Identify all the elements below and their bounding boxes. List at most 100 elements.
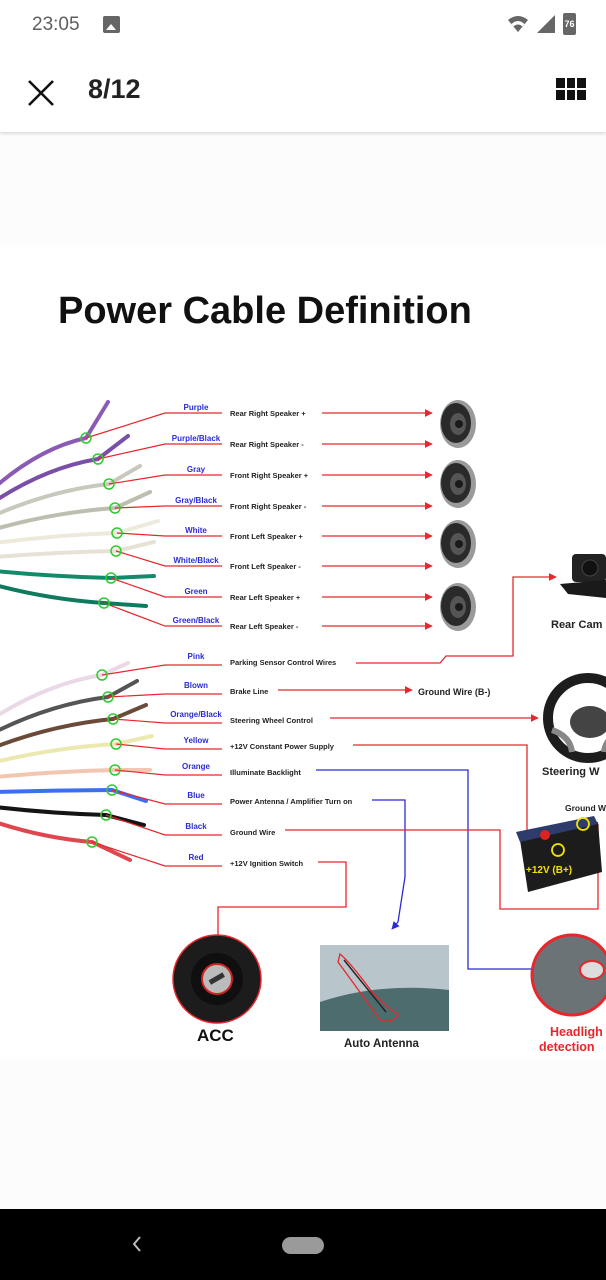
leader-line (111, 789, 222, 805)
control-wire (0, 805, 146, 827)
leader-line (85, 412, 222, 439)
parking-sensor-route (356, 573, 557, 664)
antenna-mast (343, 959, 387, 1013)
connection-marker (109, 764, 121, 776)
leader-line (103, 602, 222, 627)
leader-line (116, 532, 222, 537)
speaker-dust-cap (455, 540, 463, 548)
back-chevron-icon[interactable] (125, 1231, 149, 1257)
rear-camera-label: Rear Cam (551, 619, 603, 631)
connection-marker (105, 572, 117, 584)
wire-function-label: Front Right Speaker - (230, 502, 307, 511)
image-counter: 8/12 (88, 74, 141, 104)
wire-function-label: +12V Ignition Switch (230, 859, 304, 868)
speaker-icon (440, 583, 476, 631)
connection-marker (103, 478, 115, 490)
ground-route (285, 824, 599, 910)
leader-line (114, 505, 222, 509)
speaker-dust-cap (455, 480, 463, 488)
connection-marker (111, 527, 123, 539)
wires-layer (0, 400, 160, 862)
wire-color-label: Gray/Black (175, 496, 217, 505)
auto-antenna-photo (320, 945, 449, 1031)
connection-marker (102, 691, 114, 703)
grid-view-icon-cell (556, 78, 565, 88)
wire-function-label: Rear Left Speaker + (230, 593, 301, 602)
headlight-label-line2: detection (539, 1040, 595, 1054)
close-button[interactable] (20, 72, 62, 114)
leader-line (105, 814, 222, 836)
wire-color-label: Blown (184, 681, 208, 690)
leader-line (112, 718, 222, 724)
speaker-dust-cap (455, 420, 463, 428)
ignition-switch-icon (172, 934, 262, 1024)
leader-line (101, 664, 222, 676)
status-time: 23:05 (32, 14, 80, 35)
wheel-hub (570, 706, 606, 738)
speaker-wire (0, 569, 156, 581)
status-bar: 23:05 76 (0, 0, 606, 50)
connection-marker (96, 669, 108, 681)
wire-function-label: Ground Wire (230, 828, 275, 837)
grid-view-button[interactable] (556, 78, 586, 100)
connection-marker (106, 784, 118, 796)
wire-color-label: Yellow (184, 736, 210, 745)
grid-view-icon-cell (577, 78, 586, 88)
speaker-wire (0, 464, 142, 516)
battery-level: 76 (564, 19, 575, 29)
steering-wheel-icon (543, 673, 606, 763)
battery-body (520, 822, 602, 892)
grid-view-icon-cell (566, 90, 576, 100)
battery-ground-label: Ground W (565, 803, 606, 813)
wire-color-label: Gray (187, 465, 206, 474)
home-pill-icon[interactable] (282, 1237, 324, 1254)
wire-color-label: Orange (182, 762, 211, 771)
wire-function-label: Rear Left Speaker - (230, 622, 299, 631)
wire-color-label: Red (188, 853, 203, 862)
ignition-key-slot (208, 972, 225, 985)
leader-line (91, 841, 222, 867)
headlight-lamp (579, 960, 605, 980)
wire-color-label: White (185, 526, 207, 535)
battery-icon: +12V (B+) (516, 816, 602, 892)
leader-line (97, 443, 222, 460)
connection-marker (92, 453, 104, 465)
connection-marker (100, 809, 112, 821)
speaker-wire (0, 400, 110, 486)
battery-voltage-label: +12V (B+) (526, 865, 572, 876)
wire-color-label: White/Black (173, 556, 219, 565)
speaker-icon (440, 460, 476, 508)
leader-line (108, 474, 222, 485)
wire-function-label: Front Left Speaker - (230, 562, 301, 571)
connection-marker (107, 713, 119, 725)
wheel-rim (543, 673, 606, 763)
ignition-route (214, 861, 347, 958)
wheel-spokes (550, 727, 606, 753)
diagram-title: Power Cable Definition (58, 290, 472, 332)
wire-function-label: Illuminate Backlight (230, 768, 301, 777)
antenna-route (372, 799, 406, 930)
connection-marker (110, 545, 122, 557)
connection-marker (110, 738, 122, 750)
close-icon (28, 80, 54, 106)
grid-view-icon-cell (566, 78, 576, 88)
leader-line (115, 743, 222, 750)
antenna-highlight (337, 952, 399, 1022)
image-notification-icon (103, 16, 120, 33)
acc-label: ACC (197, 1026, 234, 1045)
auto-antenna-label: Auto Antenna (344, 1038, 420, 1050)
camera-bracket (560, 580, 606, 598)
wire-color-label: Green/Black (173, 616, 220, 625)
headlight-icon (530, 933, 606, 1017)
wire-color-label: Blue (187, 791, 205, 800)
steering-wheel-label: Steering W (542, 766, 600, 778)
battery-positive-terminal (540, 830, 550, 840)
negative-marker (576, 817, 590, 831)
battery-icon: 76 (563, 13, 576, 35)
control-wire (0, 821, 132, 862)
wire-color-label: Green (184, 587, 207, 596)
leader-line (110, 577, 222, 598)
